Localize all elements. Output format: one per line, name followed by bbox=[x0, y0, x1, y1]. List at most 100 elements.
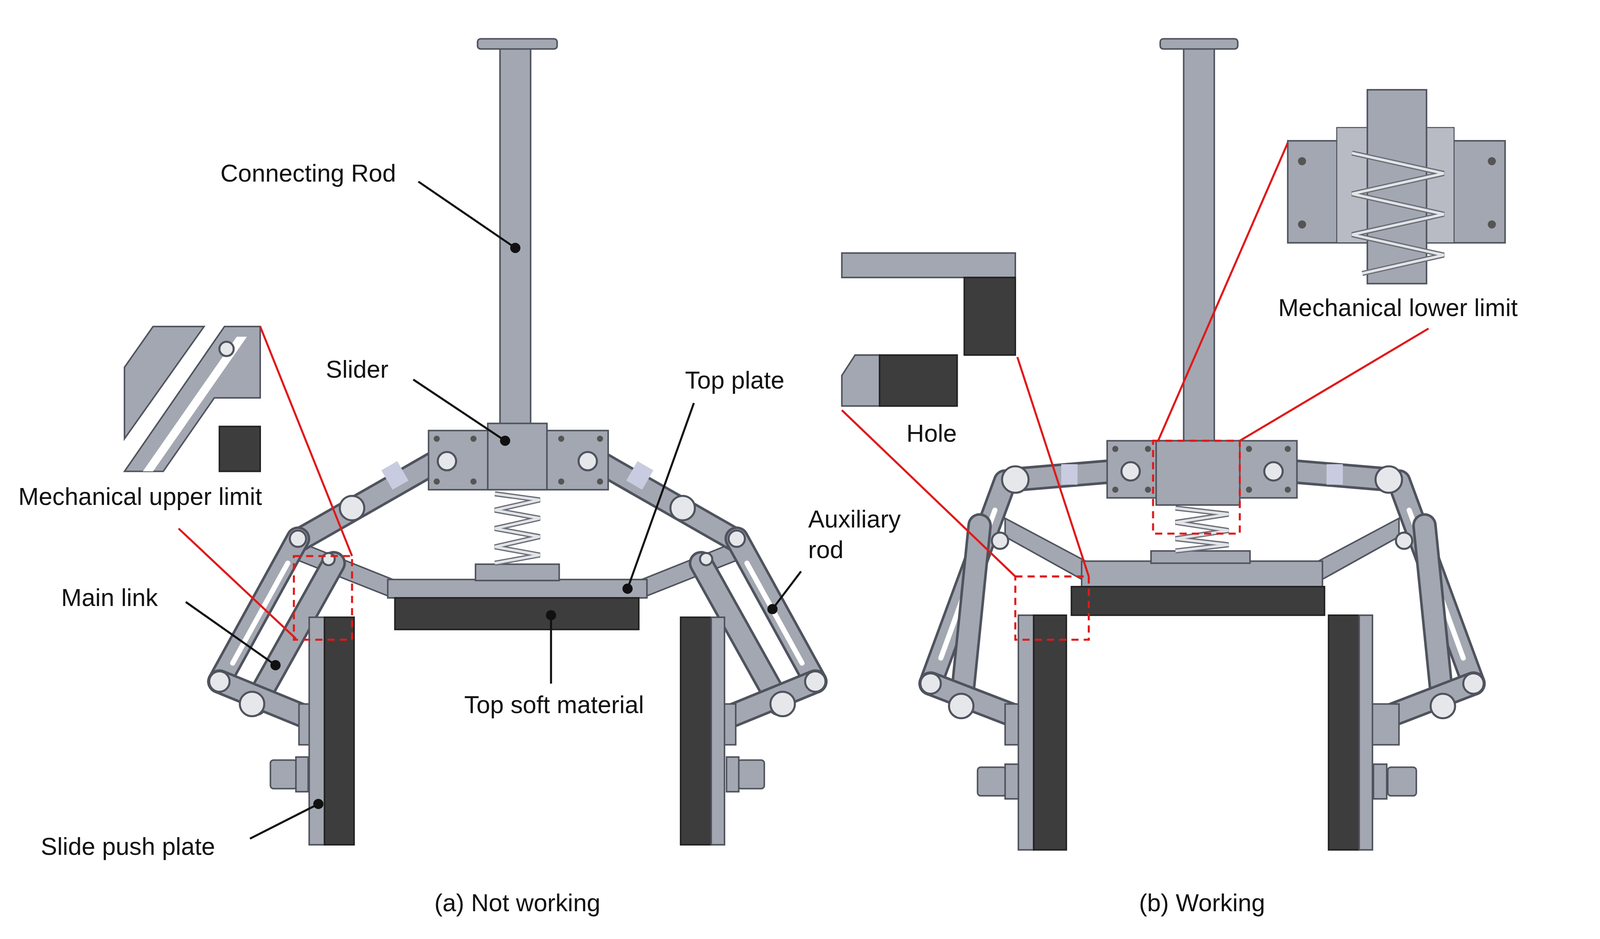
gripper-closed-shape bbox=[1246, 486, 1253, 493]
gripper-open-shape bbox=[470, 478, 477, 485]
gripper-open-shape bbox=[726, 757, 739, 792]
gripper-closed bbox=[920, 38, 1484, 850]
gripper-closed-shape bbox=[1284, 486, 1291, 493]
gripper-open-shape bbox=[594, 459, 737, 541]
hole-inset-shape bbox=[841, 410, 1016, 577]
gripper-open-shape bbox=[309, 617, 325, 845]
gripper-closed-shape bbox=[1284, 445, 1291, 452]
leader-lines-shape bbox=[250, 804, 319, 839]
gripper-open-shape bbox=[558, 435, 565, 442]
upper-limit-inset-shape bbox=[124, 326, 261, 472]
subfigure-caption: (a) Not working bbox=[434, 887, 601, 919]
gripper-closed-shape bbox=[948, 693, 974, 719]
part-label: Top soft material bbox=[464, 689, 644, 721]
part-label: Top plate bbox=[685, 365, 785, 396]
lower-limit-inset-shape bbox=[1351, 153, 1444, 274]
gripper-closed-shape bbox=[1359, 615, 1373, 851]
gripper-closed-shape bbox=[1424, 525, 1443, 706]
gripper-closed-shape bbox=[1183, 45, 1215, 444]
leader-lines-shape bbox=[550, 615, 553, 684]
gripper-closed-shape bbox=[1160, 38, 1238, 49]
gripper-closed-shape bbox=[977, 767, 1006, 796]
gripper-open-shape bbox=[578, 451, 598, 471]
gripper-closed-shape bbox=[1033, 615, 1067, 851]
gripper-closed-shape bbox=[961, 525, 980, 706]
gripper-open-shape bbox=[470, 435, 477, 442]
gripper-open-shape bbox=[594, 459, 737, 541]
gripper-open-shape bbox=[626, 461, 654, 490]
lower-limit-inset-shape bbox=[1152, 440, 1240, 535]
gripper-open-shape bbox=[219, 681, 305, 717]
lower-limit-inset-shape bbox=[1297, 157, 1307, 166]
leader-lines-shape bbox=[627, 403, 694, 589]
gripper-closed-shape bbox=[1326, 464, 1344, 485]
leader-lines-shape bbox=[546, 610, 557, 621]
gripper-closed-shape bbox=[1018, 615, 1034, 851]
gripper-closed-shape bbox=[1318, 518, 1400, 582]
gripper-closed-shape bbox=[1328, 615, 1360, 851]
hole-inset-shape bbox=[1015, 576, 1089, 640]
gripper-closed-shape bbox=[1373, 764, 1387, 799]
hole-inset bbox=[841, 252, 1089, 640]
gripper-closed-shape bbox=[1156, 440, 1240, 506]
gripper-open-shape bbox=[298, 459, 441, 541]
leader-lines-shape bbox=[772, 571, 802, 610]
gripper-open-shape bbox=[289, 530, 307, 548]
gripper-closed-shape bbox=[1005, 764, 1019, 799]
part-label: Mechanical lower limit bbox=[1278, 292, 1518, 324]
hole-inset-shape bbox=[879, 355, 958, 407]
gripper-open-shape bbox=[387, 579, 648, 599]
leader-lines-shape bbox=[622, 583, 633, 594]
gripper-open-shape bbox=[437, 451, 457, 471]
leader-lines-shape bbox=[313, 798, 324, 810]
gripper-open-shape bbox=[737, 760, 765, 789]
gripper-closed-shape bbox=[961, 525, 980, 706]
gripper-open-shape bbox=[730, 681, 816, 717]
gripper-closed-shape bbox=[1001, 466, 1029, 493]
leader-lines-shape bbox=[500, 435, 511, 446]
gripper-open-shape bbox=[680, 617, 712, 845]
gripper-open-shape bbox=[433, 435, 440, 442]
part-label: Slider bbox=[325, 353, 389, 385]
leader-lines bbox=[185, 181, 802, 839]
gripper-closed-shape bbox=[1150, 550, 1251, 564]
leader-lines-shape bbox=[185, 602, 276, 666]
gripper-open-shape bbox=[487, 423, 547, 491]
gripper-closed-shape bbox=[1175, 508, 1229, 551]
gripper-closed-shape bbox=[1246, 445, 1253, 452]
gripper-open-shape bbox=[494, 493, 540, 564]
hole-inset-shape bbox=[1017, 357, 1089, 577]
part-label: Slide push plate bbox=[40, 831, 216, 863]
gripper-open-shape bbox=[558, 478, 565, 485]
gripper-open-shape bbox=[295, 757, 309, 792]
upper-limit-inset-shape bbox=[219, 426, 261, 472]
gripper-closed-shape bbox=[1081, 561, 1323, 587]
lower-limit-inset-shape bbox=[1158, 142, 1288, 441]
lower-limit-inset-shape bbox=[1297, 220, 1307, 229]
gripper-open-shape bbox=[711, 617, 725, 845]
gripper-open bbox=[209, 38, 826, 845]
gripper-open-shape bbox=[475, 564, 560, 581]
lower-limit-inset-shape bbox=[1239, 328, 1429, 441]
gripper-open-shape bbox=[494, 493, 540, 564]
gripper-closed-shape bbox=[1370, 703, 1400, 745]
part-label: Connecting Rod bbox=[220, 158, 396, 189]
leader-lines-shape bbox=[270, 660, 281, 671]
gripper-closed-shape bbox=[1144, 445, 1151, 452]
gripper-closed-shape bbox=[1395, 532, 1413, 550]
gripper-closed-shape bbox=[1264, 462, 1283, 481]
subfigure-caption: (b) Working bbox=[1138, 887, 1265, 919]
gripper-open-shape bbox=[209, 671, 230, 692]
part-label: Mechanical upper limit bbox=[18, 481, 263, 513]
gripper-closed-shape bbox=[1175, 508, 1229, 551]
gripper-open-shape bbox=[239, 691, 265, 717]
gripper-open-shape bbox=[670, 495, 696, 521]
part-label: Main link bbox=[61, 582, 158, 614]
gripper-closed-shape bbox=[1424, 525, 1443, 706]
gripper-open-shape bbox=[324, 617, 354, 845]
gripper-closed-shape bbox=[1121, 462, 1141, 481]
hole-inset-shape bbox=[964, 277, 1016, 356]
leader-lines-shape bbox=[510, 242, 521, 253]
part-label: Auxiliary rod bbox=[808, 504, 923, 566]
